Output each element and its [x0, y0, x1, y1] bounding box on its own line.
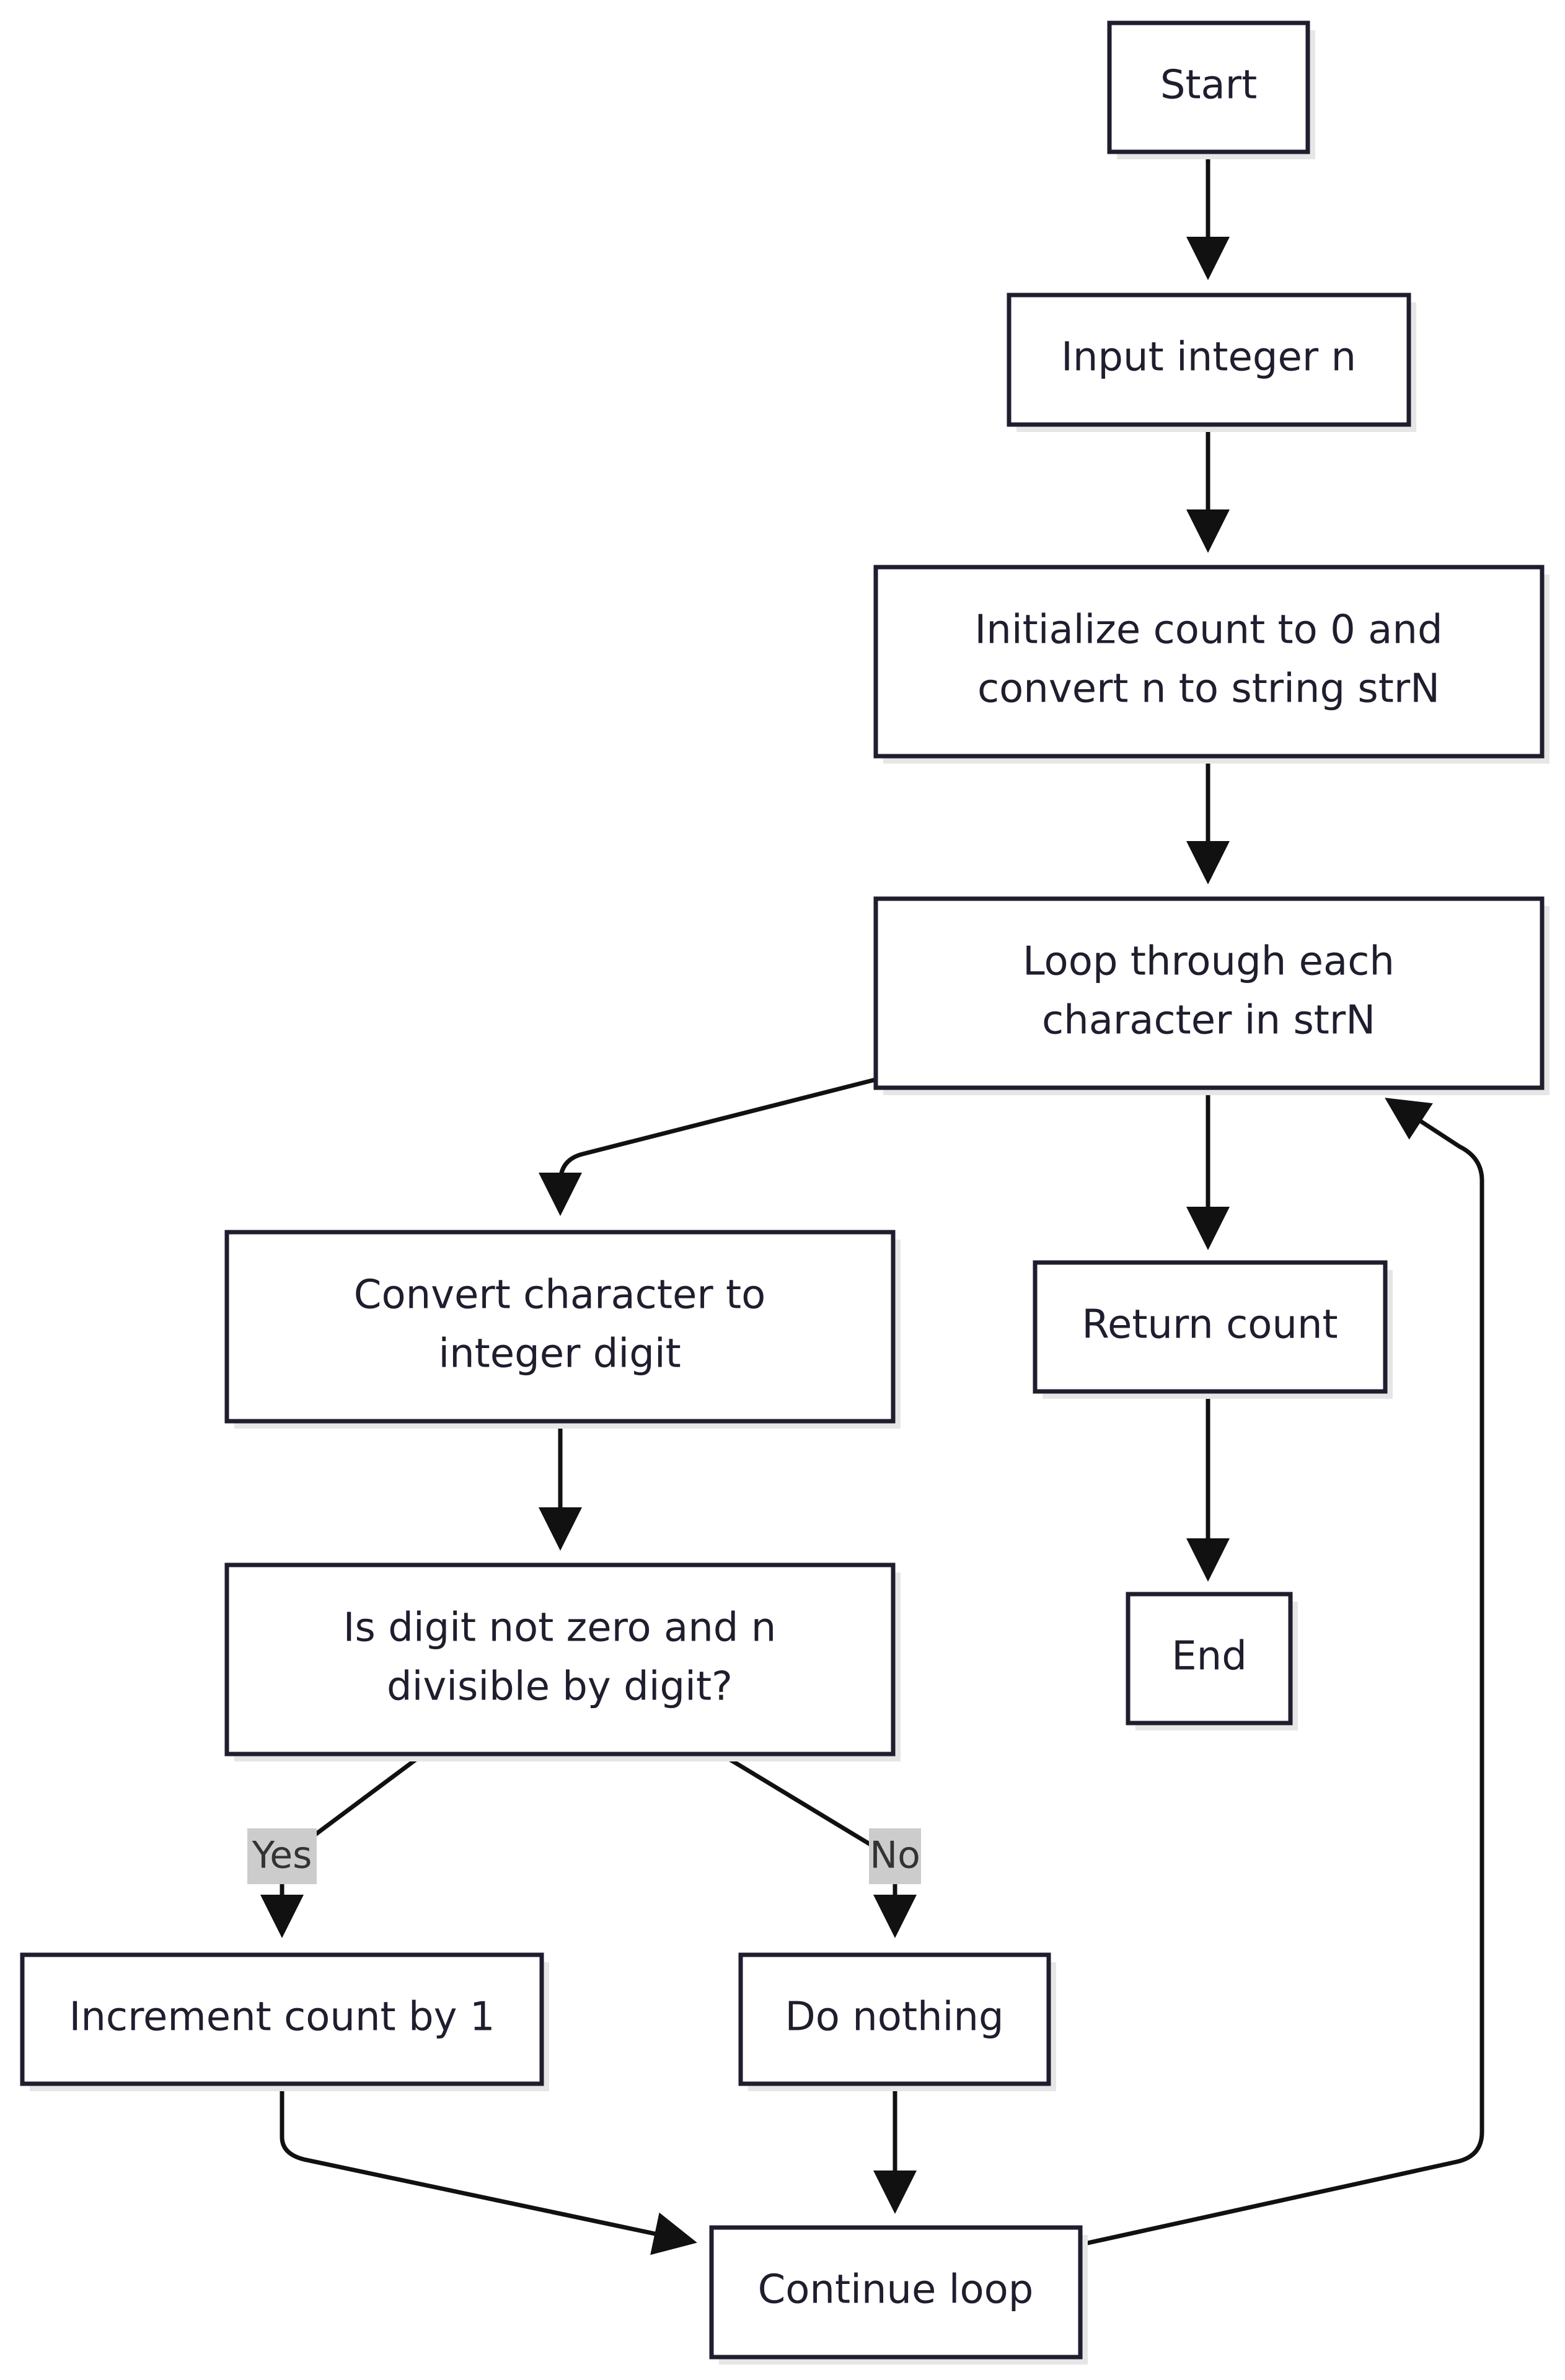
- node-initialize: Initialize count to 0 and convert n to s…: [873, 565, 1550, 764]
- node-end: End: [1126, 1592, 1298, 1730]
- svg-text:Return count: Return count: [1082, 1302, 1338, 1348]
- node-continue-loop: Continue loop: [709, 2225, 1088, 2365]
- svg-text:divisible by digit?: divisible by digit?: [387, 1664, 733, 1710]
- svg-text:Is digit not zero and n: Is digit not zero and n: [343, 1605, 777, 1651]
- node-input: Input integer n: [1007, 293, 1416, 432]
- node-convert: Convert character to integer digit: [224, 1230, 901, 1429]
- node-decision: Is digit not zero and n divisible by dig…: [224, 1562, 901, 1761]
- svg-text:Input integer n: Input integer n: [1061, 335, 1356, 381]
- edges: [260, 152, 1484, 2255]
- svg-text:Loop through each: Loop through each: [1023, 939, 1395, 985]
- svg-text:No: No: [870, 1834, 920, 1877]
- svg-text:Increment count by 1: Increment count by 1: [69, 1994, 495, 2040]
- svg-text:Start: Start: [1160, 63, 1257, 108]
- svg-text:Convert character to: Convert character to: [354, 1272, 765, 1318]
- node-return: Return count: [1033, 1260, 1393, 1399]
- svg-text:convert n to string strN: convert n to string strN: [977, 666, 1440, 712]
- svg-text:Do nothing: Do nothing: [785, 1994, 1003, 2040]
- node-do-nothing: Do nothing: [738, 1952, 1056, 2091]
- svg-text:End: End: [1171, 1634, 1247, 1680]
- svg-text:Yes: Yes: [252, 1834, 312, 1877]
- edge-decision-no: [720, 1752, 917, 1938]
- svg-text:Continue loop: Continue loop: [758, 2267, 1034, 2313]
- svg-text:character in strN: character in strN: [1042, 998, 1375, 1044]
- node-loop: Loop through each character in strN: [873, 896, 1550, 1095]
- node-increment: Increment count by 1: [20, 1952, 549, 2091]
- edge-increment-to-continue: [280, 2084, 697, 2255]
- svg-text:Initialize count to 0 and: Initialize count to 0 and: [974, 607, 1442, 653]
- edge-label-yes: Yes: [247, 1828, 317, 1884]
- node-start: Start: [1107, 20, 1315, 159]
- edge-loop-to-convert: [539, 1077, 876, 1216]
- edge-label-no: No: [869, 1828, 921, 1884]
- edge-continue-to-loop: [1078, 1098, 1484, 2247]
- svg-text:integer digit: integer digit: [438, 1331, 681, 1377]
